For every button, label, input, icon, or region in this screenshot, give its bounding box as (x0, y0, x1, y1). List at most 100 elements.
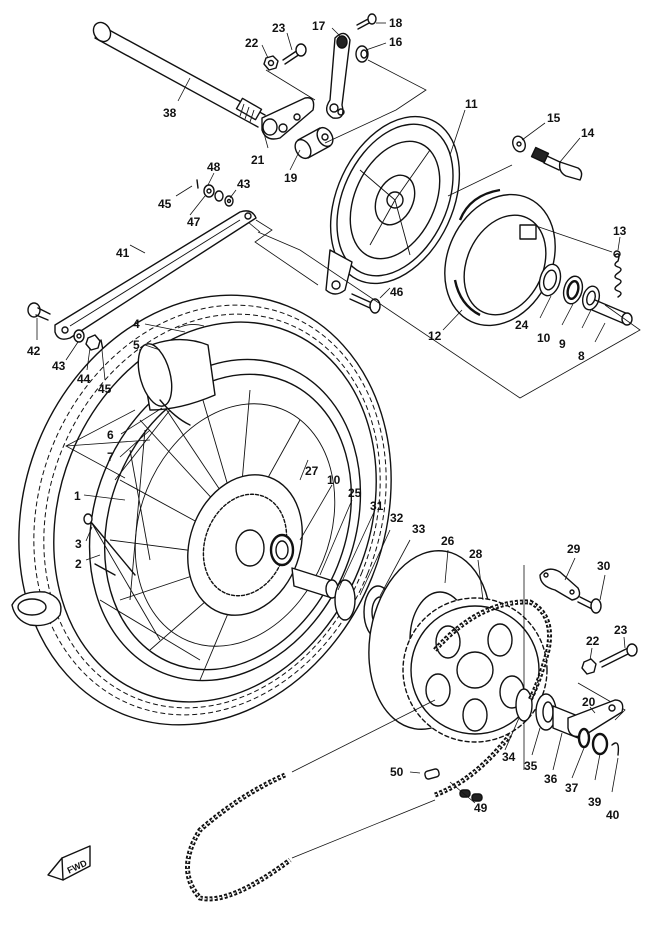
part-label-39[interactable]: 39 (588, 795, 602, 809)
part-label-22-right[interactable]: 22 (586, 634, 600, 648)
part-label-6[interactable]: 6 (107, 428, 114, 442)
part-label-1[interactable]: 1 (74, 489, 81, 503)
part-label-15[interactable]: 15 (547, 111, 561, 125)
part-label-43-upper[interactable]: 43 (237, 177, 251, 191)
part-label-22-left[interactable]: 22 (245, 36, 259, 50)
part-label-35[interactable]: 35 (524, 759, 538, 773)
rim-band[interactable] (159, 399, 191, 426)
nut-left[interactable] (263, 55, 279, 71)
part-label-27[interactable]: 27 (305, 464, 319, 478)
nut-upper[interactable] (203, 184, 215, 198)
part-label-25[interactable]: 25 (348, 486, 362, 500)
washer-lower[interactable] (73, 329, 85, 343)
part-label-2[interactable]: 2 (75, 557, 82, 571)
adjusting-bolt-left[interactable] (282, 43, 307, 65)
part-label-49[interactable]: 49 (474, 801, 488, 815)
part-label-32[interactable]: 32 (390, 511, 404, 525)
part-label-4[interactable]: 4 (133, 317, 140, 331)
washer-right[interactable] (577, 727, 591, 749)
part-label-18[interactable]: 18 (389, 16, 403, 30)
part-label-7[interactable]: 7 (107, 450, 114, 464)
part-label-3[interactable]: 3 (75, 537, 82, 551)
return-spring[interactable] (613, 250, 622, 298)
part-label-33[interactable]: 33 (412, 522, 426, 536)
tire-cutaway[interactable] (11, 591, 62, 627)
part-label-43-lower[interactable]: 43 (52, 359, 66, 373)
part-label-45-lower[interactable]: 45 (98, 382, 112, 396)
plate-bolt[interactable] (349, 293, 381, 314)
part-label-11[interactable]: 11 (465, 97, 478, 111)
bearing-brake-side[interactable] (561, 274, 586, 306)
spacer-flange[interactable] (291, 567, 339, 599)
part-label-13[interactable]: 13 (613, 224, 627, 238)
spoke-nipple[interactable] (94, 563, 116, 576)
part-label-17[interactable]: 17 (312, 19, 326, 33)
part-label-19[interactable]: 19 (284, 171, 298, 185)
part-label-23-left[interactable]: 23 (272, 21, 286, 35)
part-label-34[interactable]: 34 (502, 750, 516, 764)
part-label-26[interactable]: 26 (441, 534, 455, 548)
brake-shoe[interactable] (424, 176, 576, 343)
tension-bar-bolt[interactable] (27, 302, 51, 321)
lever-bolt[interactable] (356, 13, 377, 30)
bearing-hub[interactable] (269, 533, 295, 567)
part-label-14[interactable]: 14 (581, 126, 595, 140)
part-label-47[interactable]: 47 (187, 215, 201, 229)
chain-puller-right[interactable] (567, 699, 624, 738)
part-label-12[interactable]: 12 (428, 329, 442, 343)
part-label-10-brake[interactable]: 10 (537, 331, 551, 345)
part-label-44[interactable]: 44 (77, 372, 91, 386)
cotter-pin-right[interactable] (611, 742, 620, 756)
part-label-40[interactable]: 40 (606, 808, 620, 822)
part-label-30[interactable]: 30 (597, 559, 611, 573)
part-label-41[interactable]: 41 (116, 246, 130, 260)
washer-upper[interactable] (224, 195, 234, 207)
part-label-45-upper[interactable]: 45 (158, 197, 172, 211)
part-label-9[interactable]: 9 (559, 337, 566, 351)
part-label-5[interactable]: 5 (133, 338, 140, 352)
brake-camshaft[interactable] (530, 146, 583, 181)
part-label-36[interactable]: 36 (544, 772, 558, 786)
part-label-50[interactable]: 50 (390, 765, 404, 779)
adjusting-bolt-right[interactable] (599, 643, 638, 668)
lock-washer[interactable] (539, 568, 581, 601)
part-label-29[interactable]: 29 (567, 542, 581, 556)
rear-axle[interactable] (90, 19, 266, 128)
part-label-24[interactable]: 24 (515, 318, 529, 332)
part-label-37[interactable]: 37 (565, 781, 579, 795)
tension-bar-nut[interactable] (85, 334, 101, 351)
part-label-42[interactable]: 42 (27, 344, 41, 358)
brake-shoe-plate[interactable] (305, 96, 485, 305)
rear-sprocket[interactable] (402, 597, 548, 743)
part-label-10-hub[interactable]: 10 (327, 473, 341, 487)
part-label-38[interactable]: 38 (163, 106, 177, 120)
chain-puller-left[interactable] (261, 97, 315, 140)
part-label-21[interactable]: 21 (251, 153, 265, 167)
spring-washer[interactable] (214, 190, 224, 202)
axle-nut[interactable] (591, 732, 609, 756)
oil-seal-right[interactable] (515, 688, 533, 722)
collar[interactable] (292, 125, 336, 161)
part-label-31[interactable]: 31 (370, 499, 384, 513)
part-label-48[interactable]: 48 (207, 160, 221, 174)
cotter-pin-upper[interactable] (196, 179, 199, 189)
sprocket-bolt[interactable] (577, 596, 602, 614)
chain-joint[interactable] (424, 768, 483, 802)
part-label-23-right[interactable]: 23 (614, 623, 628, 637)
part-label-20[interactable]: 20 (582, 695, 596, 709)
tube[interactable] (132, 323, 216, 411)
drive-chain[interactable] (185, 599, 552, 902)
oil-seal[interactable] (580, 284, 602, 311)
seal[interactable] (355, 45, 369, 63)
circlip[interactable] (334, 579, 356, 621)
nut-right[interactable] (581, 658, 597, 675)
part-label-28[interactable]: 28 (469, 547, 483, 561)
camshaft-lever[interactable] (325, 32, 351, 119)
spacer[interactable] (536, 262, 564, 298)
part-label-8[interactable]: 8 (578, 349, 585, 363)
camshaft-washer[interactable] (511, 134, 528, 153)
part-label-16[interactable]: 16 (389, 35, 403, 49)
tension-bar[interactable] (54, 210, 257, 340)
spoke-end[interactable] (83, 513, 136, 576)
part-label-46[interactable]: 46 (390, 285, 404, 299)
